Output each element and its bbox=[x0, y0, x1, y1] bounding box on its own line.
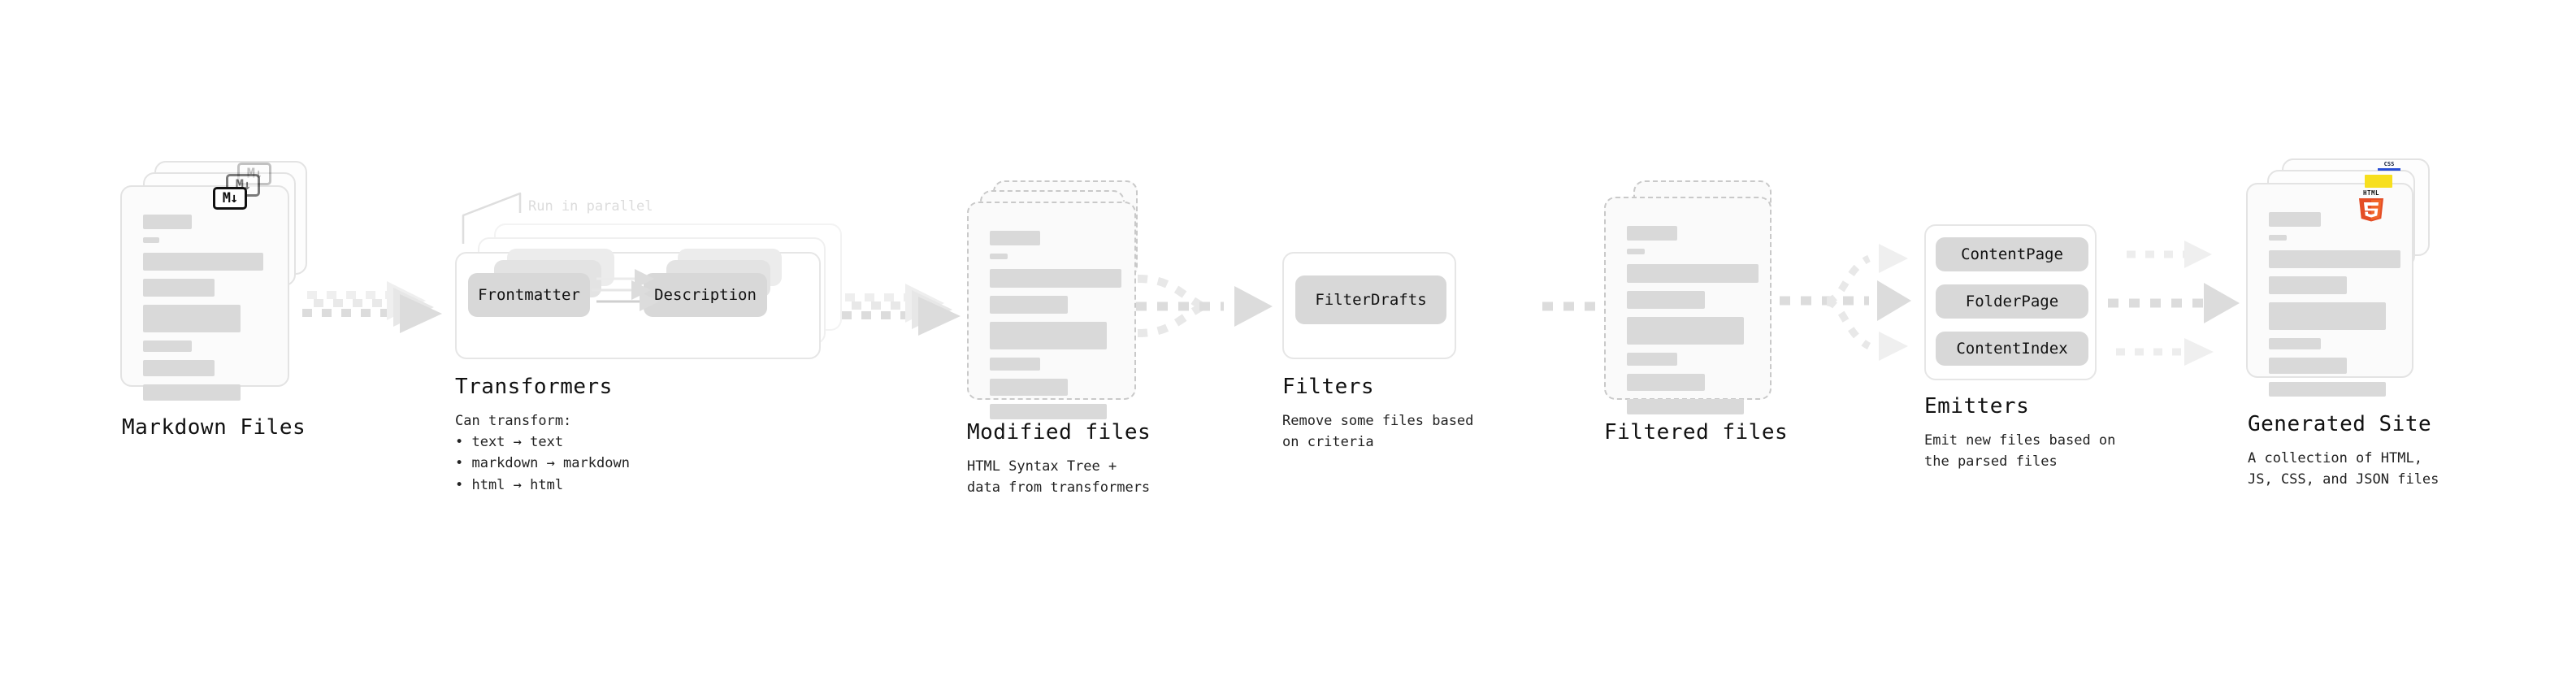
arrow-transformers-to-modified bbox=[822, 284, 961, 336]
stage-subtitle: Emit new files based on the parsed files bbox=[1924, 432, 2116, 470]
markdown-icon: M↓ bbox=[213, 187, 247, 210]
file-sheet-front bbox=[120, 185, 289, 401]
emitter-chip-contentpage[interactable]: ContentPage bbox=[1936, 237, 2088, 271]
caption-markdown-files: Markdown Files bbox=[122, 416, 306, 440]
run-in-parallel-label: Run in parallel bbox=[528, 198, 653, 215]
js-icon bbox=[2365, 175, 2392, 188]
file-sheet-front bbox=[1604, 197, 1772, 414]
placeholder-lines bbox=[990, 231, 1121, 427]
caption-generated-site: Generated Site A collection of HTML, JS,… bbox=[2248, 413, 2439, 490]
arrow-emitters-to-site bbox=[2108, 241, 2240, 366]
svg-text:HTML: HTML bbox=[2363, 189, 2379, 197]
caption-filters: Filters Remove some files based on crite… bbox=[1282, 375, 1473, 453]
stage-subtitle: Can transform: • text → text • markdown … bbox=[455, 412, 630, 493]
caption-filtered-files: Filtered files bbox=[1604, 421, 1788, 445]
emitters-panel: ContentPage FolderPage ContentIndex bbox=[1924, 224, 2097, 380]
stage-subtitle: Remove some files based on criteria bbox=[1282, 412, 1474, 450]
stage-title: Filtered files bbox=[1604, 420, 1789, 445]
css3-icon: CSS bbox=[2378, 161, 2400, 171]
caption-modified-files: Modified files HTML Syntax Tree + data f… bbox=[967, 421, 1151, 498]
file-sheet-front bbox=[2246, 183, 2413, 397]
stage-title: Emitters bbox=[1924, 394, 2030, 419]
transformer-chip-frontmatter[interactable]: Frontmatter bbox=[468, 273, 590, 317]
filters-panel: FilterDrafts bbox=[1282, 252, 1456, 359]
filtered-files-stack bbox=[1604, 180, 1791, 416]
arrow-filtered-to-emitters bbox=[1780, 244, 1911, 361]
emitter-chip-contentindex[interactable]: ContentIndex bbox=[1936, 332, 2088, 366]
file-sheet-front bbox=[967, 202, 1136, 419]
css3-icon-bar bbox=[2378, 168, 2400, 171]
css3-icon-label: CSS bbox=[2383, 161, 2395, 167]
placeholder-lines bbox=[1627, 226, 1759, 423]
stage-title: Generated Site bbox=[2248, 412, 2432, 436]
stage-title: Modified files bbox=[967, 420, 1151, 445]
placeholder-lines bbox=[143, 215, 270, 409]
html5-icon: HTML bbox=[2357, 188, 2386, 222]
stage-subtitle: A collection of HTML, JS, CSS, and JSON … bbox=[2248, 449, 2439, 488]
placeholder-lines bbox=[2269, 212, 2400, 405]
markdown-files-stack: M↓ M↓ M↓ bbox=[120, 161, 323, 405]
caption-emitters: Emitters Emit new files based on the par… bbox=[1924, 395, 2115, 472]
inner-transform-arrows bbox=[592, 269, 659, 311]
stage-title: Filters bbox=[1282, 375, 1375, 399]
generated-site-stack: CSS HTML bbox=[2246, 158, 2457, 402]
emitter-chip-folderpage[interactable]: FolderPage bbox=[1936, 284, 2088, 319]
stage-subtitle: HTML Syntax Tree + data from transformer… bbox=[967, 458, 1151, 496]
caption-transformers: Transformers Can transform: • text → tex… bbox=[455, 375, 630, 496]
modified-files-stack bbox=[967, 180, 1154, 419]
transformers-panel: Frontmatter Description bbox=[455, 249, 821, 359]
filter-chip-filterdrafts[interactable]: FilterDrafts bbox=[1295, 275, 1446, 324]
arrow-modified-to-filters bbox=[1136, 275, 1273, 337]
stage-title: Transformers bbox=[455, 375, 613, 399]
stage-title: Markdown Files bbox=[122, 415, 306, 440]
transformer-chip-description[interactable]: Description bbox=[644, 273, 767, 317]
